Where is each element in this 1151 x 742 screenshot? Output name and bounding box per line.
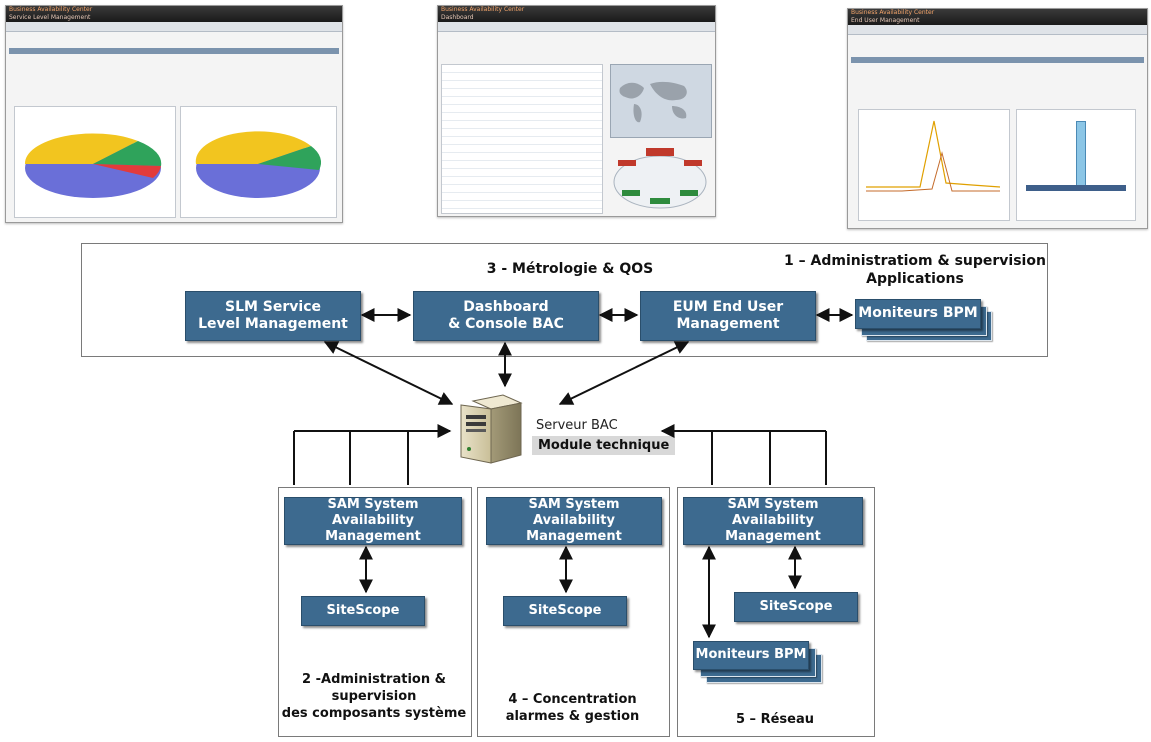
slm-service-box: SLM Service Level Management (185, 291, 361, 341)
applications-panel-title: 1 – Administratiom & supervision Applica… (784, 253, 1046, 288)
screenshot-subtitle: Dashboard (441, 14, 474, 21)
sitescope-label-3: SiteScope (759, 598, 833, 614)
bpm-monitors-bottom-box: Moniteurs BPM (693, 641, 809, 670)
metrology-panel-title: 3 - Métrologie & QOS (486, 261, 654, 277)
server-name: Serveur BAC (536, 418, 618, 433)
world-map-thumbnail (619, 81, 687, 123)
network-caption: 5 – Réseau (735, 712, 814, 727)
pie-chart-thumbnail (24, 133, 162, 198)
screenshot-subtitle: End User Management (851, 17, 920, 24)
eum-end-user-label: EUM End User Management (672, 298, 784, 333)
sitescope-box-1: SiteScope (301, 596, 425, 626)
sam-label-3: SAM System Availability Management (725, 496, 821, 545)
slm-server-link (323, 341, 454, 405)
sitescope-label-1: SiteScope (326, 602, 400, 618)
system-admin-caption: 2 -Administration & supervision des comp… (281, 672, 467, 721)
dashboard-console-label: Dashboard & Console BAC (448, 298, 564, 333)
sam-label-1: SAM System Availability Management (325, 496, 421, 545)
screenshot-app-name: Business Availability Center (9, 6, 93, 13)
sitescope-label-2: SiteScope (528, 602, 602, 618)
line-chart-thumbnail (866, 120, 1001, 192)
topology-thumbnail (613, 148, 707, 209)
eum-server-link (558, 341, 690, 405)
server-module: Module technique (532, 436, 676, 455)
bpm-monitors-top-label: Moniteurs BPM (858, 305, 978, 322)
screenshot-app-name: Business Availability Center (441, 6, 525, 13)
sitescope-box-2: SiteScope (503, 596, 627, 626)
sam-label-2: SAM System Availability Management (526, 496, 622, 545)
screenshot-subtitle: Service Level Management (9, 14, 91, 21)
sam-box-2: SAM System Availability Management (486, 497, 662, 545)
sam-box-1: SAM System Availability Management (284, 497, 462, 545)
sam-box-3: SAM System Availability Management (683, 497, 863, 545)
alarm-concentration-caption: 4 – Concentration alarmes & gestion (505, 692, 640, 724)
bpm-monitors-top-box: Moniteurs BPM (855, 299, 981, 329)
screenshot-app-name: Business Availability Center (851, 9, 935, 16)
sitescope-box-3: SiteScope (734, 592, 858, 622)
pie-chart-thumbnail (195, 131, 322, 198)
server-tower-icon (460, 394, 523, 464)
dashboard-console-box: Dashboard & Console BAC (413, 291, 599, 341)
bpm-monitors-bottom-label: Moniteurs BPM (695, 647, 807, 663)
eum-end-user-box: EUM End User Management (640, 291, 816, 341)
slm-service-label: SLM Service Level Management (198, 298, 348, 333)
